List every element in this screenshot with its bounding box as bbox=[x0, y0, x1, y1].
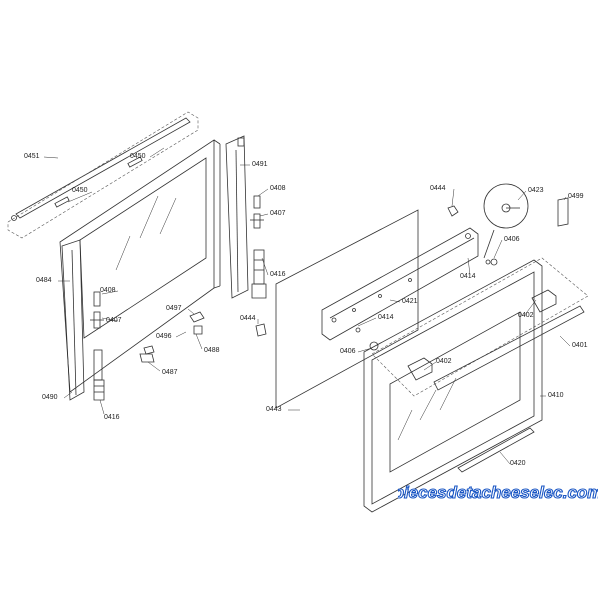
part-label-0484: 0484 bbox=[36, 277, 52, 284]
part-label-0450-upper: 0450 bbox=[130, 153, 146, 160]
part-label-0444-center: 0444 bbox=[240, 315, 256, 322]
left-hinge-parts bbox=[90, 291, 105, 401]
part-label-0408-center: 0408 bbox=[270, 185, 286, 192]
part-label-0410: 0410 bbox=[548, 392, 564, 399]
top-bar-0451 bbox=[11, 117, 191, 221]
part-label-0491: 0491 bbox=[252, 161, 268, 168]
part-label-0497: 0497 bbox=[166, 305, 182, 312]
part-label-0421: 0421 bbox=[402, 298, 418, 305]
part-label-0487: 0487 bbox=[162, 369, 178, 376]
glass-pane-0443 bbox=[275, 209, 419, 409]
part-label-0488: 0488 bbox=[204, 347, 220, 354]
part-label-0406-center: 0406 bbox=[340, 348, 356, 355]
part-label-0416-left: 0416 bbox=[104, 414, 120, 421]
part-label-0402-right: 0402 bbox=[518, 312, 534, 319]
hinge-rail-0491 bbox=[225, 135, 267, 337]
handle-0401 bbox=[371, 257, 589, 397]
leader-lines bbox=[43, 147, 571, 465]
part-label-0496: 0496 bbox=[156, 333, 172, 340]
part-label-0414-right: 0414 bbox=[460, 273, 476, 280]
inner-door-frame bbox=[59, 139, 221, 401]
part-label-0416-center: 0416 bbox=[270, 271, 286, 278]
part-label-0420: 0420 bbox=[510, 460, 526, 467]
rail-0421 bbox=[321, 205, 479, 351]
watermark-text: piecesdetacheeselec.com bbox=[398, 483, 598, 502]
part-label-0401: 0401 bbox=[572, 342, 588, 349]
part-label-0423: 0423 bbox=[528, 187, 544, 194]
fan-0423 bbox=[483, 183, 529, 266]
part-label-0408-left: 0408 bbox=[100, 287, 116, 294]
part-label-0450-lower: 0450 bbox=[72, 187, 88, 194]
part-label-0402-left: 0402 bbox=[436, 358, 452, 365]
part-label-0406-right: 0406 bbox=[504, 236, 520, 243]
part-label-0414-center: 0414 bbox=[378, 314, 394, 321]
part-label-0444-right: 0444 bbox=[430, 185, 446, 192]
part-label-0443: 0443 bbox=[266, 406, 282, 413]
part-label-0407-left: 0407 bbox=[106, 317, 122, 324]
part-label-0451: 0451 bbox=[24, 153, 40, 160]
part-label-0490: 0490 bbox=[42, 394, 58, 401]
part-label-0499: 0499 bbox=[568, 193, 584, 200]
small-clips bbox=[139, 311, 205, 363]
plate-0499 bbox=[557, 197, 569, 227]
part-label-0407-center: 0407 bbox=[270, 210, 286, 217]
bottom-strip-0420 bbox=[457, 427, 535, 473]
outer-door-0410 bbox=[363, 259, 543, 513]
watermark-logo: piecesdetacheeselec.com bbox=[398, 482, 598, 502]
